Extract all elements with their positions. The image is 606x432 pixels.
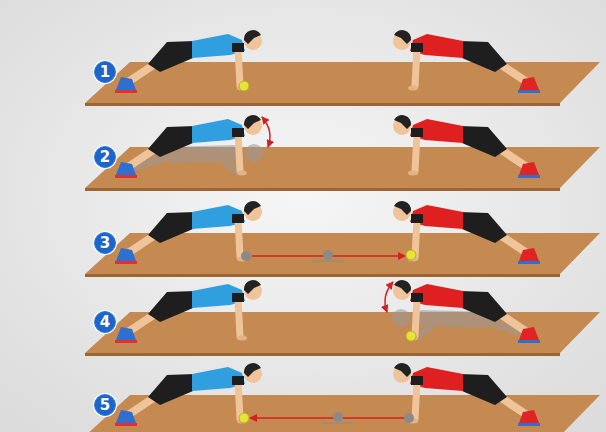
circle-fill — [95, 147, 116, 168]
athlete-red — [393, 280, 540, 343]
athlete-blue — [115, 30, 262, 93]
athlete-red — [393, 30, 540, 93]
athlete-red — [393, 363, 540, 426]
circle-ring — [93, 145, 117, 169]
pass-arrow — [250, 417, 404, 419]
step-number: 5 — [100, 398, 110, 413]
athlete-blue — [115, 280, 262, 343]
circle-fill — [95, 62, 116, 83]
row-1 — [85, 30, 600, 106]
ball-shadow — [322, 423, 354, 424]
ball-trace — [241, 251, 251, 261]
step-number: 3 — [100, 236, 110, 251]
step-number: 2 — [100, 150, 110, 165]
ball-shadow — [312, 261, 344, 262]
athlete-red — [393, 201, 540, 264]
circle-fill — [95, 312, 116, 333]
row-4 — [85, 280, 600, 356]
circle-ring — [93, 393, 117, 417]
ball — [406, 250, 416, 260]
motion-arrow — [262, 117, 270, 147]
motion-arrow — [385, 282, 393, 312]
ball-trace — [323, 250, 333, 260]
step-number-circle: 3 — [92, 230, 118, 256]
row-3 — [85, 201, 600, 277]
athlete-blue — [115, 201, 262, 264]
ball — [239, 81, 249, 91]
circle-ring — [93, 310, 117, 334]
step-number-circle: 1 — [92, 59, 118, 85]
circle-fill — [95, 395, 116, 416]
step-number-circle: 2 — [92, 144, 118, 170]
step-number-circle: 4 — [92, 309, 118, 335]
step-number-circle: 5 — [92, 392, 118, 418]
athlete-blue — [115, 363, 262, 426]
ball-trace — [404, 413, 414, 423]
athlete-blue — [115, 115, 262, 178]
row-5 — [85, 363, 600, 432]
circle-ring — [93, 60, 117, 84]
step-number: 1 — [100, 65, 110, 80]
ball — [406, 331, 416, 341]
row-2 — [85, 115, 600, 191]
ball-trace — [333, 412, 343, 422]
ball — [239, 413, 249, 423]
step-number: 4 — [100, 315, 110, 330]
athlete-red — [393, 115, 540, 178]
circle-fill — [95, 233, 116, 254]
circle-ring — [93, 231, 117, 255]
